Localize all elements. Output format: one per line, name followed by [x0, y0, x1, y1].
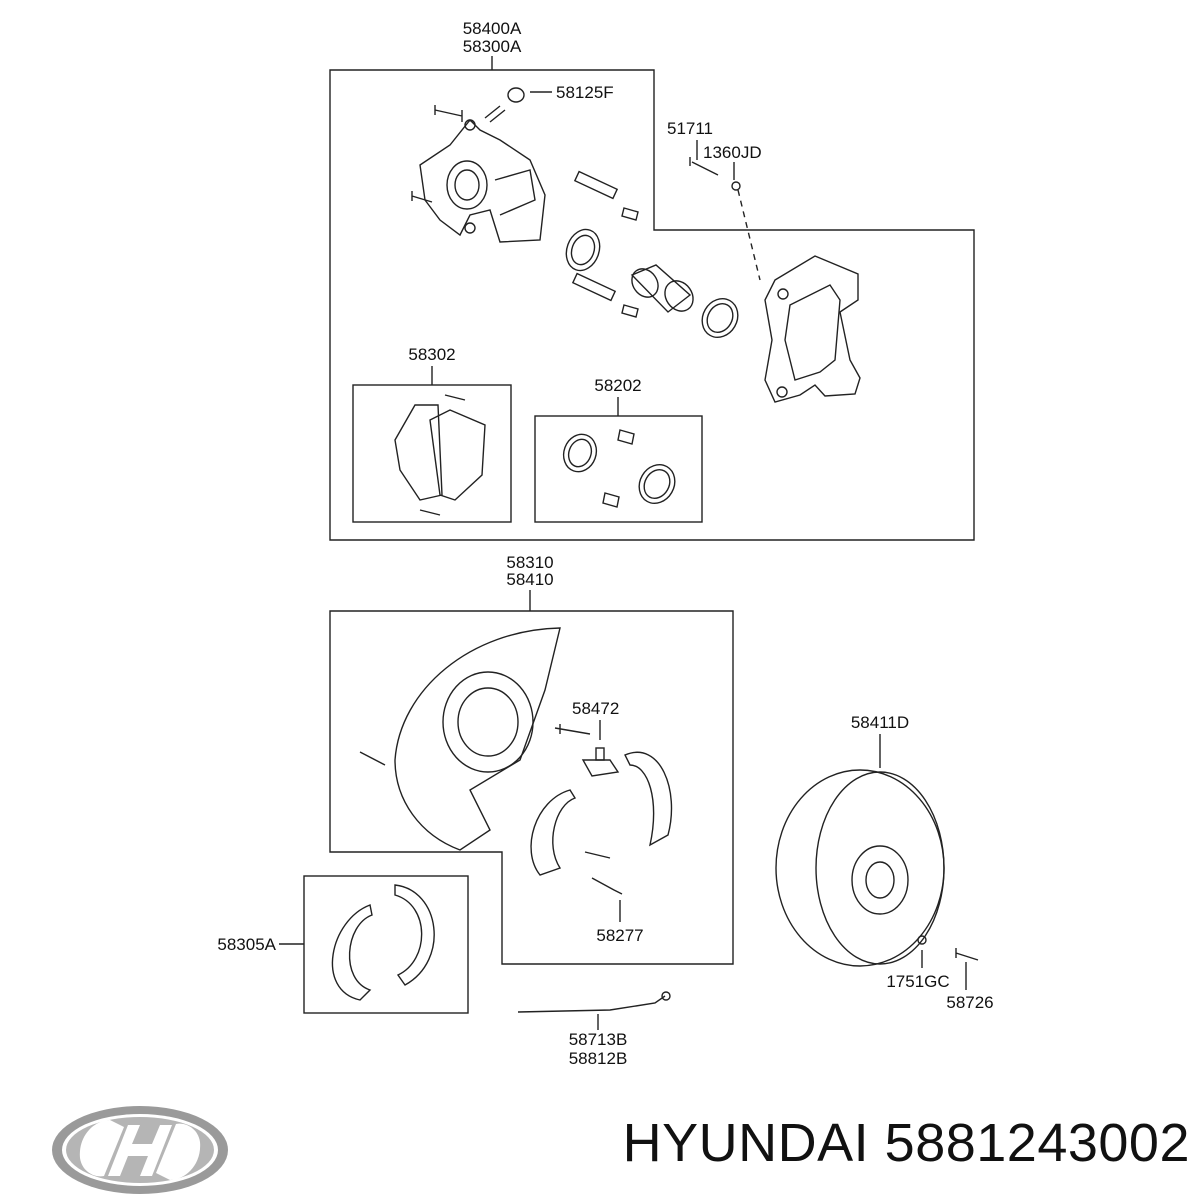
label-pad-kit: 58302	[408, 345, 455, 364]
label-backing-plate-1: 58310	[506, 553, 553, 572]
washer-icon	[731, 181, 741, 191]
bolt-icon	[689, 157, 719, 176]
label-caliper-assy-2: 58300A	[463, 37, 522, 56]
dust-boot-icon	[701, 298, 739, 338]
caliper-bracket-icon	[764, 255, 861, 403]
brake-pad-icon	[394, 394, 486, 516]
label-adjuster: 58472	[572, 699, 619, 718]
label-shoe-kit: 58305A	[217, 935, 276, 954]
label-bleeder: 58125F	[556, 83, 614, 102]
label-spring: 58277	[596, 926, 643, 945]
guide-pin-icon	[571, 170, 639, 318]
seal-ring-icon	[565, 228, 601, 272]
label-nut: 1751GC	[886, 972, 949, 991]
hyundai-logo-icon	[52, 1106, 228, 1194]
caliper-assembly-frame	[329, 69, 975, 541]
label-bolt: 51711	[667, 119, 713, 138]
adjuster-icon	[581, 747, 620, 777]
label-cable-2: 58812B	[569, 1049, 628, 1068]
piston-icon	[630, 264, 694, 313]
backing-plate-frame	[329, 610, 734, 965]
seal-kit-box	[534, 415, 703, 523]
label-cable-1: 58713B	[569, 1030, 628, 1049]
label-backing-plate-2: 58410	[506, 570, 553, 589]
label-washer: 1360JD	[703, 143, 762, 162]
parking-cable-icon	[517, 995, 666, 1013]
backing-plate-icon	[359, 627, 591, 851]
label-caliper-assy-1: 58400A	[463, 19, 522, 38]
bleeder-icon	[484, 87, 525, 123]
label-screw: 58726	[946, 993, 993, 1012]
brake-disc-icon	[775, 769, 945, 967]
part-number: 5881243002	[884, 1113, 1190, 1173]
brake-shoe-icon	[530, 751, 673, 876]
label-disc: 58411D	[851, 713, 909, 732]
label-seal-kit: 58202	[594, 376, 641, 395]
brand-name: HYUNDAI	[622, 1113, 870, 1173]
caliper-body-icon	[411, 105, 546, 243]
shoe-kit-box	[303, 875, 469, 1014]
part-caption: HYUNDAI 5881243002	[525, 1108, 1190, 1178]
